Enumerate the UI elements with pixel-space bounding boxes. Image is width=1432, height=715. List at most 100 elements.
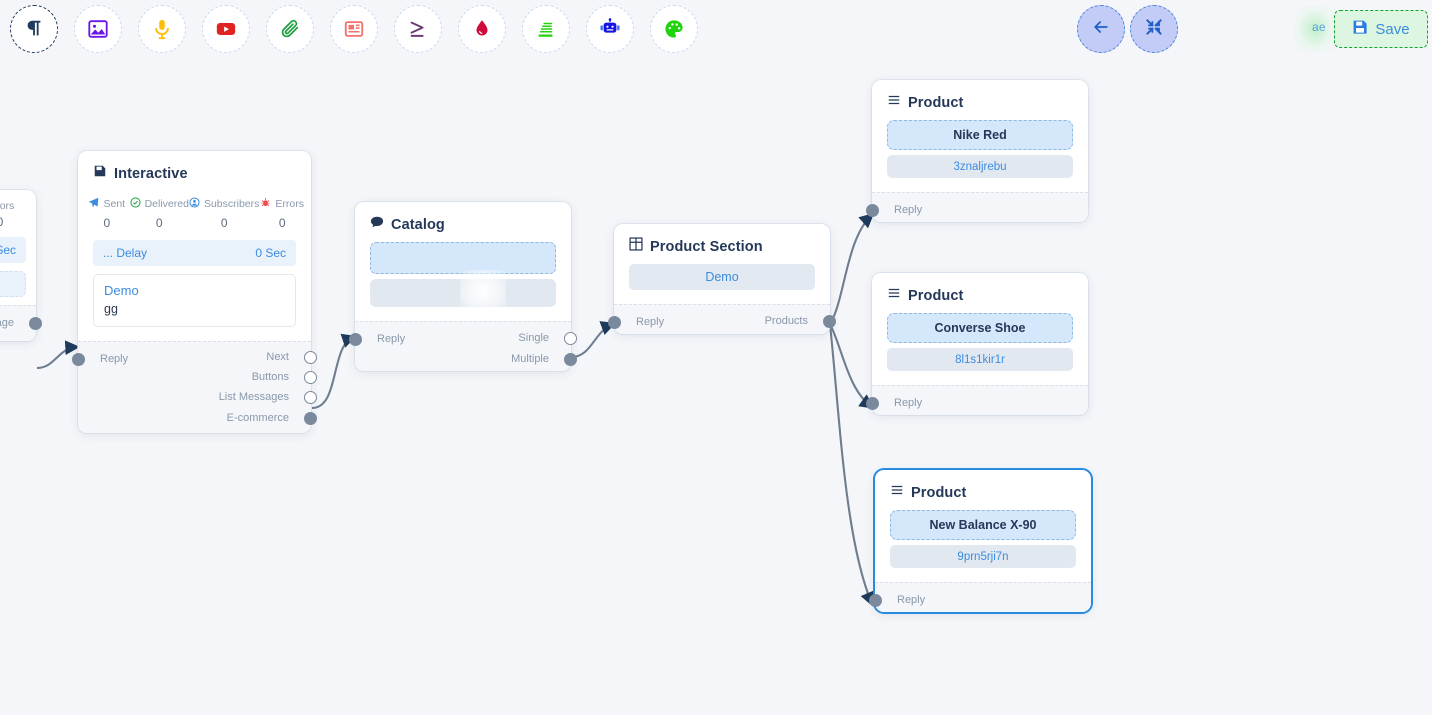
bot-tool-button[interactable] xyxy=(586,5,634,53)
message-title: Demo xyxy=(104,283,139,298)
port-row-converse-reply[interactable]: Reply xyxy=(866,393,1088,413)
paperclip-icon xyxy=(279,18,301,40)
product-nike-ports: Reply xyxy=(866,192,1088,222)
attachment-tool-button[interactable] xyxy=(266,5,314,53)
port-dot-list-messages[interactable] xyxy=(304,390,317,404)
node-product-nike[interactable]: Product Nike Red 3znaljrebu Reply xyxy=(866,80,1088,222)
catalog-placeholder-primary xyxy=(370,242,556,274)
port-row-multiple[interactable]: Multiple xyxy=(355,349,577,369)
node-product-newbalance[interactable]: Product New Balance X-90 9prn5rji7n Repl… xyxy=(869,470,1091,612)
port-label-ps-reply: Reply xyxy=(636,316,665,328)
paper-plane-icon xyxy=(88,195,99,213)
hamburger-icon xyxy=(887,93,901,112)
delay-row[interactable]: ... Delay 0 Sec xyxy=(93,240,296,266)
port-dot-single[interactable] xyxy=(564,331,577,345)
port-label-newbalance-reply: Reply xyxy=(897,594,926,606)
product-section-ports: Reply Products xyxy=(608,304,836,334)
port-dot-buttons[interactable] xyxy=(304,370,317,384)
back-button[interactable] xyxy=(1077,5,1125,53)
product-newbalance-name[interactable]: New Balance X-90 xyxy=(890,510,1076,540)
product-converse-name[interactable]: Converse Shoe xyxy=(887,313,1073,343)
product-section-body: Demo xyxy=(614,264,830,304)
stat-value-errors: 0 xyxy=(278,216,286,230)
port-row-message[interactable]: essage xyxy=(0,313,42,333)
fit-screen-button[interactable] xyxy=(1130,5,1178,53)
product-section-demo-button[interactable]: Demo xyxy=(629,264,815,290)
port-dot-message[interactable] xyxy=(29,316,42,330)
interactive-message-card[interactable]: Demo gg xyxy=(93,274,296,327)
pilcrow-icon xyxy=(23,18,45,40)
port-dot-newbalance-reply[interactable] xyxy=(869,593,882,607)
node-product-converse[interactable]: Product Converse Shoe 8l1s1kir1r Reply xyxy=(866,273,1088,415)
partial-stat-value: 0 xyxy=(0,215,26,229)
port-row-nike-reply[interactable]: Reply xyxy=(866,200,1088,220)
bug-icon xyxy=(260,195,271,213)
condition-tool-button[interactable] xyxy=(394,5,442,53)
list-tool-button[interactable] xyxy=(522,5,570,53)
document-tool-button[interactable] xyxy=(330,5,378,53)
save-button[interactable]: Save xyxy=(1334,10,1428,48)
product-converse-ports: Reply xyxy=(866,385,1088,415)
port-label-reply: Reply xyxy=(100,353,129,365)
port-dot-multiple[interactable] xyxy=(564,352,577,366)
port-row-ecommerce[interactable]: E-commerce xyxy=(78,408,317,428)
product-nike-name[interactable]: Nike Red xyxy=(887,120,1073,150)
catalog-header: Catalog xyxy=(355,202,571,242)
partial-stat-label: Errors xyxy=(0,200,15,212)
product-nike-body: Nike Red 3znaljrebu xyxy=(872,120,1088,192)
microphone-icon xyxy=(151,18,173,40)
greater-equal-icon xyxy=(407,18,429,40)
location-tool-button[interactable] xyxy=(458,5,506,53)
product-converse-header: Product xyxy=(872,273,1088,313)
check-circle-icon xyxy=(130,195,141,213)
interactive-body: ... Delay 0 Sec Demo gg xyxy=(78,240,311,341)
node-product-section[interactable]: Product Section Demo Reply Products xyxy=(608,224,836,334)
stat-value-delivered: 0 xyxy=(155,216,163,230)
stat-label-delivered: Delivered xyxy=(144,198,189,210)
stat-delivered: Delivered 0 xyxy=(130,195,189,230)
node-interactive[interactable]: Interactive Sent 0 Delivered xyxy=(72,151,317,433)
port-dot-nike-reply[interactable] xyxy=(866,203,879,217)
product-nike-sku[interactable]: 3znaljrebu xyxy=(887,155,1073,178)
port-dot-converse-reply[interactable] xyxy=(866,396,879,410)
hamburger-icon xyxy=(887,286,901,305)
template-tool-button[interactable] xyxy=(650,5,698,53)
video-tool-button[interactable] xyxy=(202,5,250,53)
image-tool-button[interactable] xyxy=(74,5,122,53)
stat-errors: Errors 0 xyxy=(259,195,305,230)
catalog-ports: Reply Single Multiple xyxy=(349,321,577,371)
product-converse-sku[interactable]: 8l1s1kir1r xyxy=(887,348,1073,371)
chat-bubble-icon xyxy=(370,215,384,234)
port-dot-products[interactable] xyxy=(823,314,836,328)
node-catalog[interactable]: Catalog Reply Single Multiple xyxy=(349,202,577,371)
port-label-single: Single xyxy=(518,332,549,344)
stat-label-errors: Errors xyxy=(275,198,304,210)
product-newbalance-ports: Reply xyxy=(869,582,1091,612)
port-row-next[interactable]: Next xyxy=(78,347,317,367)
port-label-buttons: Buttons xyxy=(251,371,289,383)
product-newbalance-title: Product xyxy=(911,484,967,501)
node-partial-left[interactable]: Errors 0 Sec essage xyxy=(0,190,42,341)
ghost-glow xyxy=(1295,6,1335,52)
article-icon xyxy=(343,18,365,40)
list-stack-icon xyxy=(535,18,557,40)
audio-tool-button[interactable] xyxy=(138,5,186,53)
user-circle-icon xyxy=(189,195,200,213)
port-row-products[interactable]: Products xyxy=(614,311,836,331)
port-row-newbalance-reply[interactable]: Reply xyxy=(869,590,1091,610)
top-toolbar: ae Save xyxy=(0,0,1432,58)
port-row-single[interactable]: Single xyxy=(355,328,577,348)
robot-icon xyxy=(599,18,621,40)
hidden-button-fragment[interactable]: ae xyxy=(1312,20,1326,34)
port-dot-next[interactable] xyxy=(304,350,317,364)
port-label-message: essage xyxy=(0,317,14,329)
product-newbalance-header: Product xyxy=(875,470,1091,510)
product-nike-title: Product xyxy=(908,94,964,111)
port-row-list-messages[interactable]: List Messages xyxy=(78,387,317,407)
product-newbalance-sku[interactable]: 9prn5rji7n xyxy=(890,545,1076,568)
text-tool-button[interactable] xyxy=(10,5,58,53)
port-dot-ecommerce[interactable] xyxy=(304,411,317,425)
port-row-buttons[interactable]: Buttons xyxy=(78,367,317,387)
delay-label: ... Delay xyxy=(103,246,148,260)
